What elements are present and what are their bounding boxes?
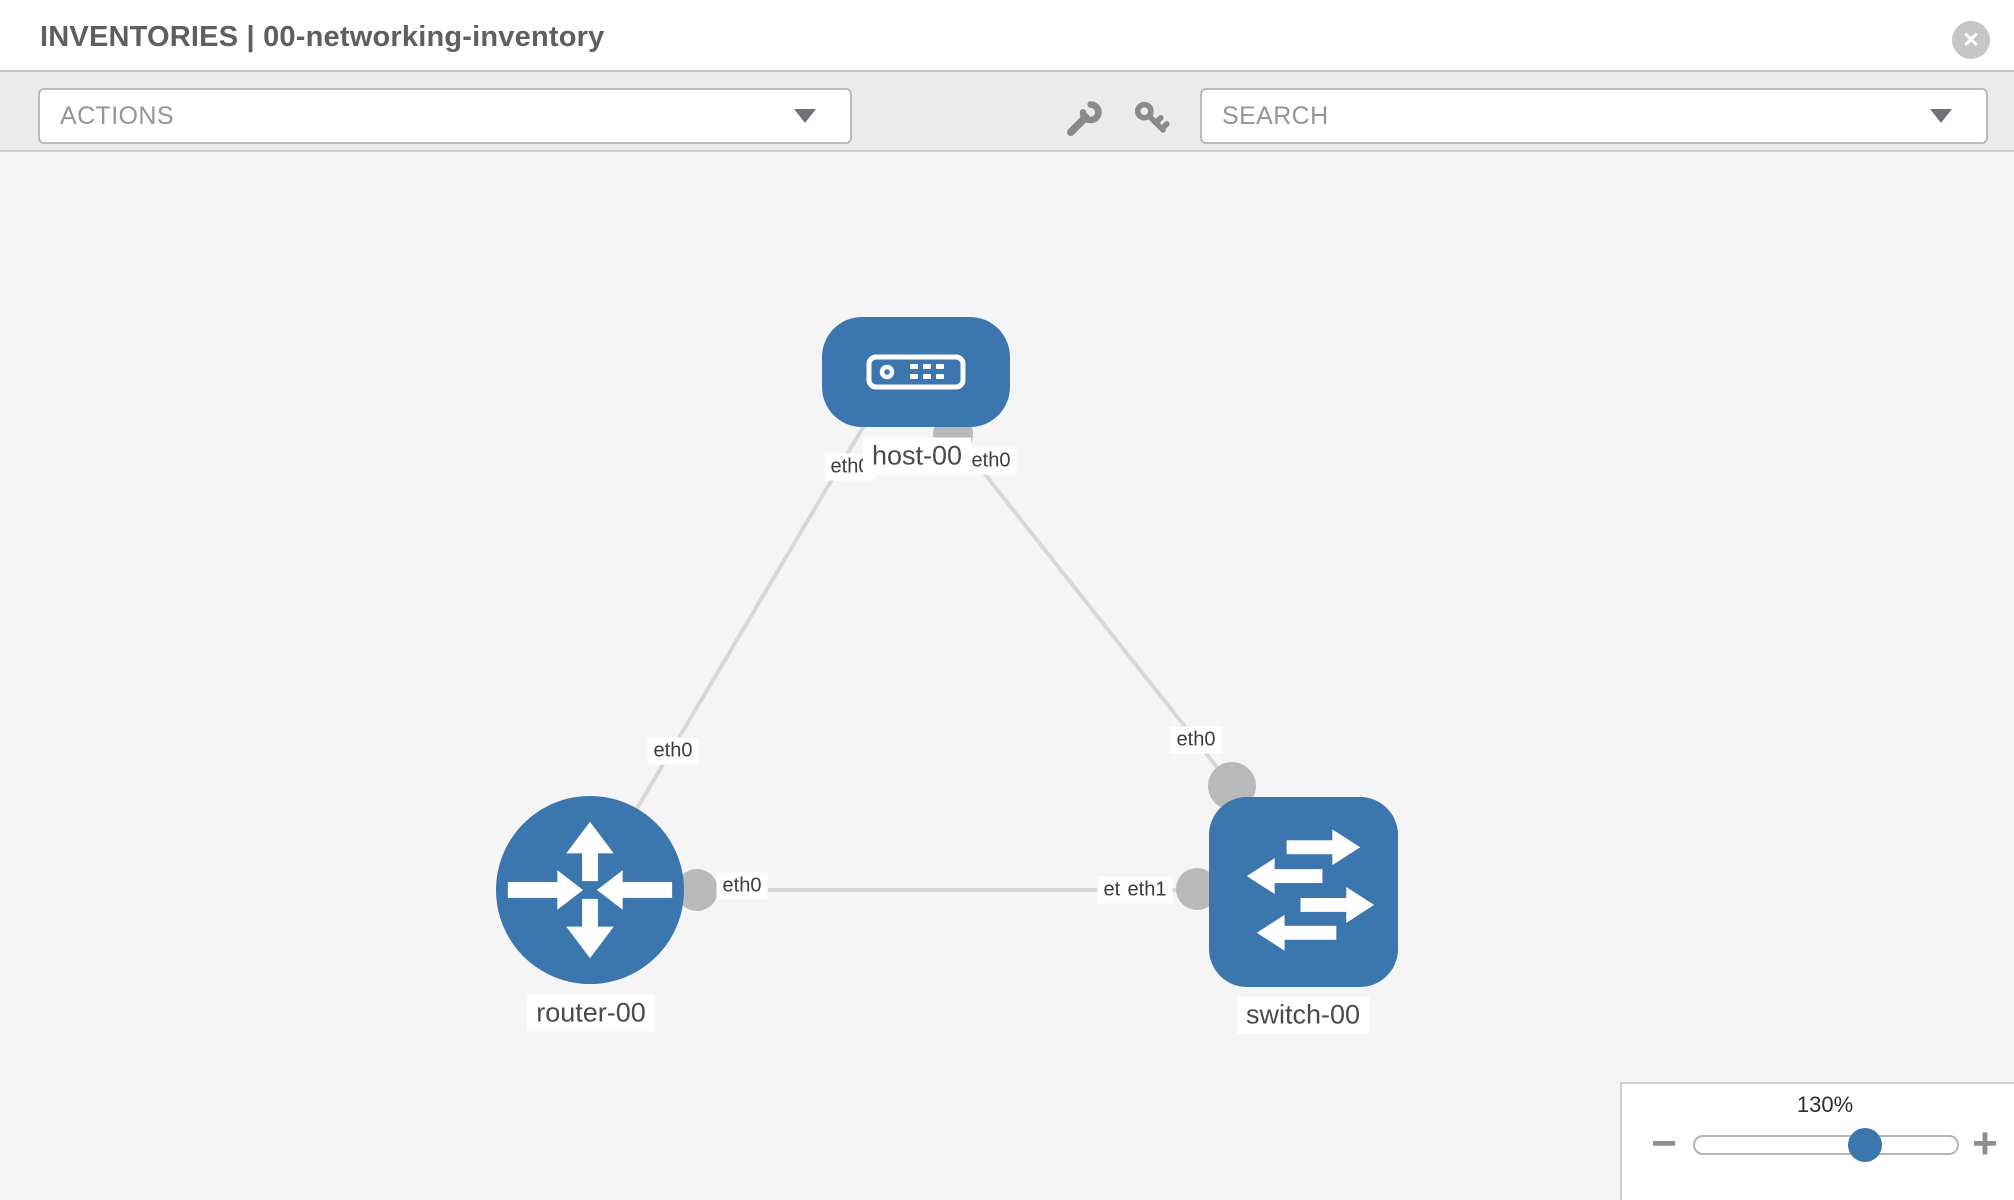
node-switch[interactable] <box>1209 797 1398 987</box>
zoom-slider-track[interactable] <box>1693 1135 1959 1155</box>
zoom-out-button[interactable]: − <box>1651 1119 1677 1168</box>
iface-label: eth0 <box>1170 726 1222 754</box>
switch-icon <box>1246 829 1375 951</box>
iface-label: eth0 <box>824 453 876 481</box>
iface-label: eth1 <box>1121 876 1173 904</box>
zoom-slider-thumb[interactable] <box>1848 1128 1882 1162</box>
router-icon <box>507 821 673 959</box>
chevron-down-icon <box>1930 109 1952 123</box>
actions-dropdown-label: ACTIONS <box>60 101 174 130</box>
header: INVENTORIES | 00-networking-inventory ✕ <box>0 0 2014 70</box>
close-icon[interactable]: ✕ <box>1952 21 1990 59</box>
page-title: INVENTORIES | 00-networking-inventory <box>40 21 605 53</box>
wrench-icon[interactable] <box>1061 98 1105 142</box>
topology-canvas[interactable]: eth0 eth0 eth0 eth0 eth0 eth0 eth1 host-… <box>0 152 2014 1200</box>
node-label-router: router-00 <box>527 994 655 1032</box>
node-host[interactable] <box>822 317 1010 427</box>
close-glyph: ✕ <box>1962 28 1980 52</box>
topology-edges <box>608 405 1240 892</box>
iface-label: eth0 <box>647 737 699 765</box>
zoom-in-button[interactable]: + <box>1972 1119 1998 1168</box>
actions-dropdown[interactable]: ACTIONS <box>38 88 852 144</box>
search-placeholder: SEARCH <box>1222 101 1329 130</box>
edge-host-router <box>608 405 877 856</box>
chevron-down-icon <box>794 109 816 123</box>
key-icon[interactable] <box>1130 98 1174 142</box>
node-router[interactable] <box>496 796 684 984</box>
zoom-control-panel: 130% − + <box>1620 1082 2014 1200</box>
zoom-level-value: 130% <box>1796 1092 1854 1117</box>
iface-label: eth0 <box>716 872 768 900</box>
iface-label: eth0 <box>965 447 1017 475</box>
search-input[interactable]: SEARCH <box>1200 88 1988 144</box>
host-device-icon <box>866 354 966 390</box>
node-label-host: host-00 <box>862 437 972 475</box>
toolbar: ACTIONS SEARCH <box>0 70 2014 152</box>
node-label-switch: switch-00 <box>1236 996 1370 1034</box>
